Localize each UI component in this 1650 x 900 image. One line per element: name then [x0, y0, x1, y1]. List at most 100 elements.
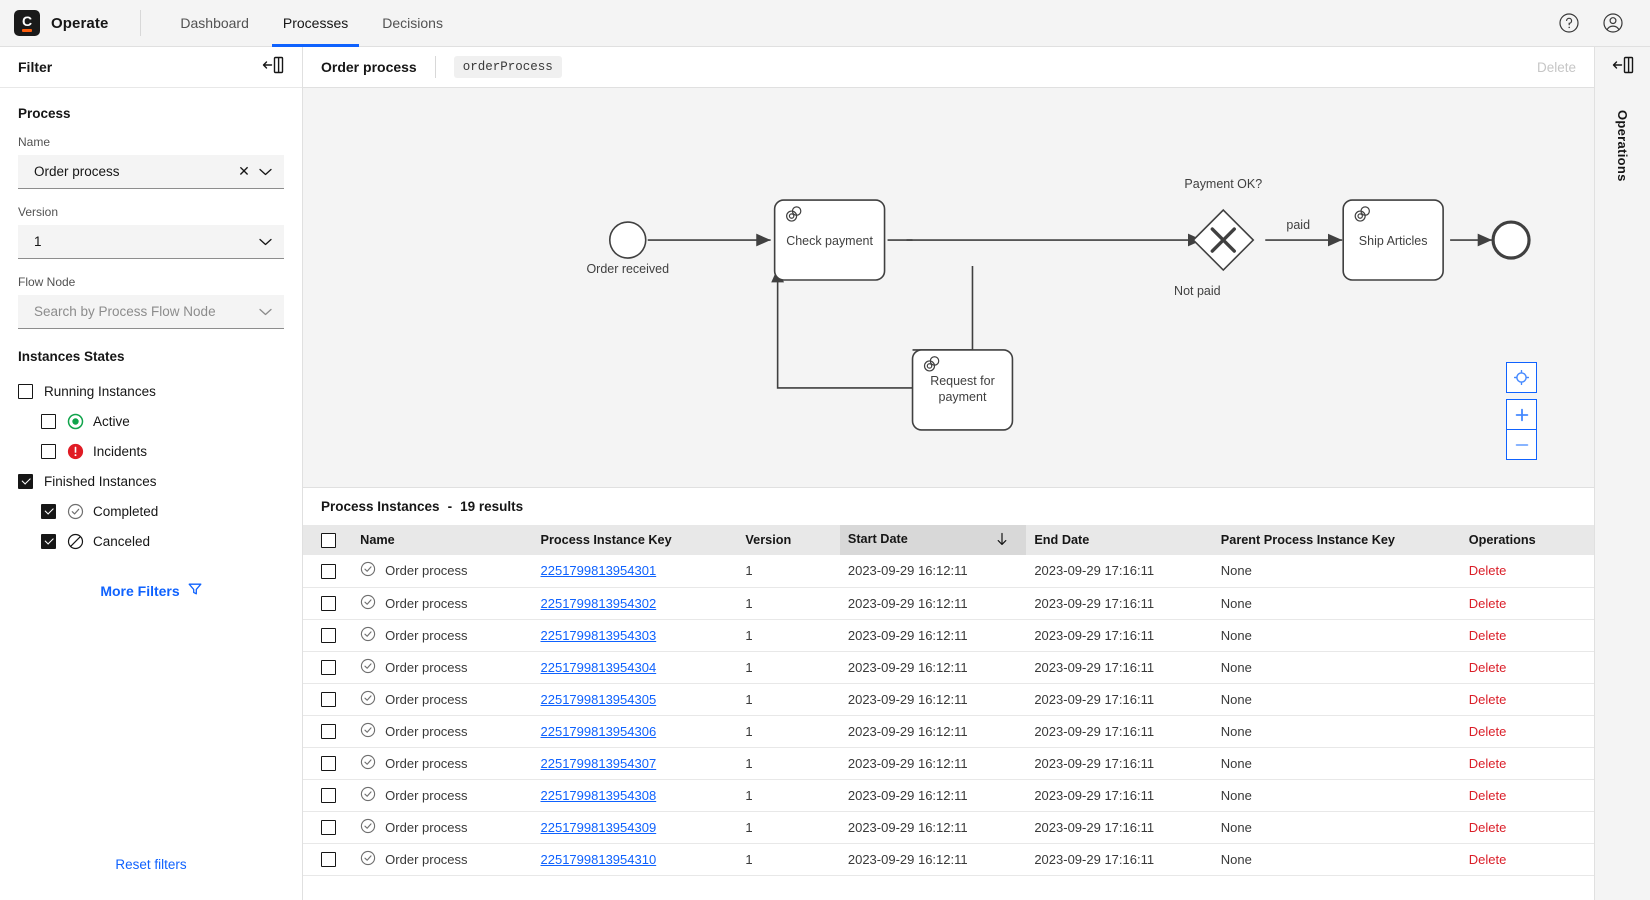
flow-node-select[interactable]: Search by Process Flow Node [18, 295, 284, 329]
delete-row-button[interactable]: Delete [1469, 596, 1507, 611]
process-instance-key-link[interactable]: 2251799813954304 [541, 660, 657, 675]
column-header-start-date[interactable]: Start Date [840, 525, 1026, 555]
process-instance-key-link[interactable]: 2251799813954301 [541, 563, 657, 578]
bpmn-diagram[interactable]: Order received Check payment Payment OK?… [303, 88, 1594, 488]
delete-row-button[interactable]: Delete [1469, 820, 1507, 835]
row-select-cell[interactable] [303, 555, 352, 587]
row-select-cell[interactable] [303, 715, 352, 747]
row-checkbox[interactable] [321, 692, 336, 707]
delete-row-button[interactable]: Delete [1469, 692, 1507, 707]
row-select-cell[interactable] [303, 683, 352, 715]
process-instance-key-link[interactable]: 2251799813954308 [541, 788, 657, 803]
table-row[interactable]: Order process225179981395430312023-09-29… [303, 619, 1594, 651]
column-header-operations[interactable]: Operations [1461, 525, 1594, 555]
cell-operations[interactable]: Delete [1461, 555, 1594, 587]
cell-process-instance-key[interactable]: 2251799813954301 [533, 555, 738, 587]
process-instance-key-link[interactable]: 2251799813954306 [541, 724, 657, 739]
delete-row-button[interactable]: Delete [1469, 852, 1507, 867]
expand-panel-icon[interactable] [1612, 56, 1634, 79]
nav-item-processes[interactable]: Processes [266, 0, 365, 47]
checkbox-box[interactable] [18, 474, 33, 489]
checkbox-completed[interactable]: Completed [18, 496, 284, 526]
table-row[interactable]: Order process225179981395430112023-09-29… [303, 555, 1594, 587]
table-row[interactable]: Order process225179981395430612023-09-29… [303, 715, 1594, 747]
zoom-in-button[interactable] [1506, 399, 1537, 430]
user-avatar-icon[interactable] [1602, 12, 1624, 34]
cell-process-instance-key[interactable]: 2251799813954306 [533, 715, 738, 747]
cell-operations[interactable]: Delete [1461, 715, 1594, 747]
delete-row-button[interactable]: Delete [1469, 756, 1507, 771]
row-checkbox[interactable] [321, 756, 336, 771]
row-select-cell[interactable] [303, 779, 352, 811]
process-instance-key-link[interactable]: 2251799813954305 [541, 692, 657, 707]
table-row[interactable]: Order process225179981395430512023-09-29… [303, 683, 1594, 715]
checkbox-incidents[interactable]: Incidents [18, 436, 284, 466]
zoom-out-button[interactable] [1506, 429, 1537, 460]
table-row[interactable]: Order process225179981395430412023-09-29… [303, 651, 1594, 683]
cell-process-instance-key[interactable]: 2251799813954302 [533, 587, 738, 619]
select-all-checkbox[interactable] [321, 533, 336, 548]
process-instance-key-link[interactable]: 2251799813954309 [541, 820, 657, 835]
row-checkbox[interactable] [321, 564, 336, 579]
cell-process-instance-key[interactable]: 2251799813954305 [533, 683, 738, 715]
cell-process-instance-key[interactable]: 2251799813954307 [533, 747, 738, 779]
table-row[interactable]: Order process225179981395431012023-09-29… [303, 843, 1594, 875]
row-select-cell[interactable] [303, 843, 352, 875]
process-version-select[interactable]: 1 [18, 225, 284, 259]
cell-operations[interactable]: Delete [1461, 587, 1594, 619]
process-instance-key-link[interactable]: 2251799813954302 [541, 596, 657, 611]
column-header-end-date[interactable]: End Date [1026, 525, 1212, 555]
delete-row-button[interactable]: Delete [1469, 563, 1507, 578]
row-select-cell[interactable] [303, 747, 352, 779]
row-select-cell[interactable] [303, 619, 352, 651]
reset-filters-button[interactable]: Reset filters [0, 857, 302, 872]
cell-operations[interactable]: Delete [1461, 619, 1594, 651]
cell-process-instance-key[interactable]: 2251799813954304 [533, 651, 738, 683]
row-checkbox[interactable] [321, 628, 336, 643]
table-row[interactable]: Order process225179981395430812023-09-29… [303, 779, 1594, 811]
checkbox-box[interactable] [18, 384, 33, 399]
process-instance-key-link[interactable]: 2251799813954303 [541, 628, 657, 643]
row-select-cell[interactable] [303, 587, 352, 619]
column-header-version[interactable]: Version [737, 525, 839, 555]
row-checkbox[interactable] [321, 820, 336, 835]
checkbox-finished-instances[interactable]: Finished Instances [18, 466, 284, 496]
delete-row-button[interactable]: Delete [1469, 724, 1507, 739]
row-checkbox[interactable] [321, 852, 336, 867]
select-all-header[interactable] [303, 525, 352, 555]
checkbox-active[interactable]: Active [18, 406, 284, 436]
checkbox-canceled[interactable]: Canceled [18, 526, 284, 556]
cell-process-instance-key[interactable]: 2251799813954308 [533, 779, 738, 811]
cell-operations[interactable]: Delete [1461, 843, 1594, 875]
checkbox-box[interactable] [41, 534, 56, 549]
cell-operations[interactable]: Delete [1461, 811, 1594, 843]
delete-row-button[interactable]: Delete [1469, 660, 1507, 675]
cell-operations[interactable]: Delete [1461, 651, 1594, 683]
row-checkbox[interactable] [321, 596, 336, 611]
row-checkbox[interactable] [321, 660, 336, 675]
collapse-panel-icon[interactable] [262, 56, 284, 79]
reset-zoom-button[interactable] [1506, 362, 1537, 393]
chevron-down-icon[interactable] [254, 234, 276, 249]
clear-name-icon[interactable]: ✕ [234, 163, 254, 180]
delete-process-button[interactable]: Delete [1537, 60, 1576, 75]
cell-process-instance-key[interactable]: 2251799813954309 [533, 811, 738, 843]
column-header-name[interactable]: Name [352, 525, 532, 555]
cell-process-instance-key[interactable]: 2251799813954303 [533, 619, 738, 651]
process-instance-key-link[interactable]: 2251799813954307 [541, 756, 657, 771]
nav-item-decisions[interactable]: Decisions [365, 0, 460, 47]
column-header-process-instance-key[interactable]: Process Instance Key [533, 525, 738, 555]
delete-row-button[interactable]: Delete [1469, 628, 1507, 643]
more-filters-button[interactable]: More Filters [18, 582, 284, 599]
column-header-parent-process-instance-key[interactable]: Parent Process Instance Key [1213, 525, 1461, 555]
row-checkbox[interactable] [321, 724, 336, 739]
process-instance-key-link[interactable]: 2251799813954310 [541, 852, 657, 867]
table-row[interactable]: Order process225179981395430212023-09-29… [303, 587, 1594, 619]
nav-item-dashboard[interactable]: Dashboard [163, 0, 266, 47]
help-icon[interactable] [1558, 12, 1580, 34]
row-select-cell[interactable] [303, 651, 352, 683]
brand[interactable]: C Operate [14, 10, 108, 36]
process-name-select[interactable]: Order process ✕ [18, 155, 284, 189]
delete-row-button[interactable]: Delete [1469, 788, 1507, 803]
cell-operations[interactable]: Delete [1461, 683, 1594, 715]
